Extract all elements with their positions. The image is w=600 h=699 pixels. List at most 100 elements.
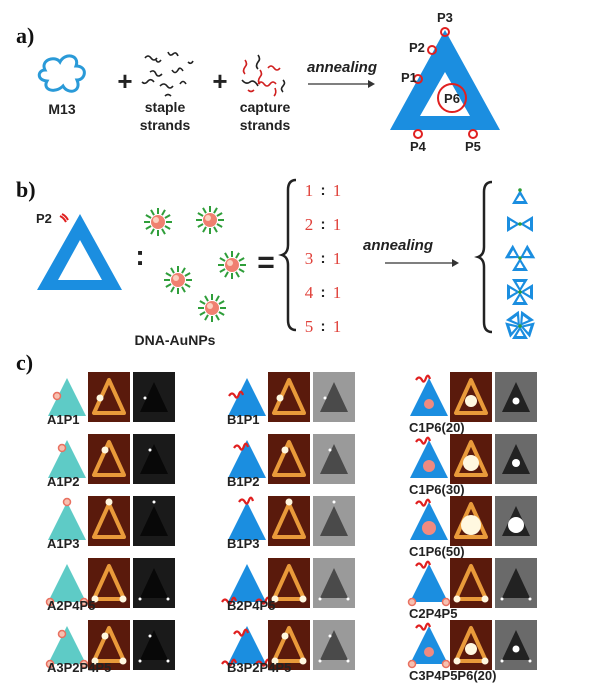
- ratio-right-value: 1: [333, 181, 342, 200]
- tem-image: [495, 620, 537, 670]
- annealing-label: annealing: [307, 59, 377, 76]
- aunp-site-icon: [62, 497, 72, 507]
- tem-image: [495, 558, 537, 608]
- ratio-left-value: 1: [305, 181, 314, 200]
- sample-c1p630: C1P6(30): [409, 434, 537, 497]
- assembly-products: [504, 188, 536, 339]
- afm-image: [268, 372, 310, 422]
- assembly-1-origami: [512, 188, 528, 204]
- tem-image: [133, 558, 175, 608]
- assembly-2-origami: [507, 216, 533, 232]
- sample-a1p2: A1P2: [47, 434, 175, 489]
- afm-image: [268, 434, 310, 484]
- aunp-site-icon: [52, 391, 62, 401]
- capture-strand-icon: [415, 374, 432, 383]
- sample-grid: A1P1A1P2A1P3A2P4P5A3P2P4P5B1P1B1P2B1P3B2…: [45, 372, 537, 683]
- sample-label: A1P2: [47, 474, 80, 489]
- sample-label: A1P1: [47, 412, 80, 427]
- capture-strand-icon: [221, 658, 238, 667]
- sample-label: B2P4P5: [227, 598, 275, 613]
- aunp-site-icon: [441, 597, 451, 607]
- sample-label: B1P2: [227, 474, 260, 489]
- assembly-3-origami: [504, 244, 536, 271]
- capture-strand-icon: [415, 560, 432, 569]
- afm-image: [268, 558, 310, 608]
- aunp-center-icon: [422, 521, 436, 535]
- ratio-separator: :: [321, 318, 326, 335]
- afm-image: [450, 372, 492, 422]
- tem-image: [495, 434, 537, 484]
- triangle-origami: [37, 214, 122, 290]
- position-label-p5: P5: [465, 139, 481, 154]
- ratio-right-value: 1: [333, 249, 342, 268]
- ratio-left-value: 5: [305, 317, 314, 336]
- annealing-label: annealing: [363, 237, 433, 254]
- sample-label: B1P3: [227, 536, 260, 551]
- tem-image: [495, 496, 537, 546]
- triangle-origami: [390, 30, 500, 130]
- staple-label-line2: strands: [140, 117, 191, 133]
- capture-strand-icon: [228, 390, 245, 399]
- capture-strand-icon: [238, 496, 255, 505]
- aunp-center-icon: [423, 460, 435, 472]
- dna-aunps-label: DNA-AuNPs: [135, 332, 216, 348]
- sample-label: A3P2P4P5: [47, 660, 111, 675]
- aunp-site-icon: [57, 629, 67, 639]
- schematic-triangle-icon: [407, 560, 451, 607]
- arrow-right-icon: [308, 80, 375, 88]
- sample-a2p4p5: A2P4P5: [45, 558, 175, 613]
- dna-aunp-icon: [164, 266, 192, 294]
- schematic-triangle-icon: [410, 374, 448, 416]
- position-label-p4: P4: [410, 139, 427, 154]
- gold-nanoparticle-icon: [518, 324, 522, 328]
- m13-loop-icon: [37, 54, 86, 93]
- sample-a1p3: A1P3: [47, 496, 175, 551]
- schematic-triangle-icon: [228, 496, 266, 540]
- schematic-triangle-icon: [228, 440, 266, 478]
- dna-aunp-icon: [218, 251, 246, 279]
- schematic-triangle-icon: [410, 436, 448, 478]
- afm-image: [450, 496, 492, 546]
- dna-aunp-icon: [196, 206, 224, 234]
- equals-sign: =: [257, 246, 275, 279]
- left-brace: [474, 180, 493, 334]
- aunp-center-icon: [424, 647, 434, 657]
- schematic-triangle-icon: [407, 622, 451, 669]
- panel-b-label: b): [16, 177, 36, 202]
- tem-image: [313, 434, 355, 484]
- sample-b2p4p5: B2P4P5: [221, 558, 355, 613]
- afm-image: [268, 620, 310, 670]
- ratio-colon: :: [135, 240, 144, 271]
- tem-image: [133, 372, 175, 422]
- capture-strands-icon: [241, 54, 286, 97]
- afm-image: [450, 434, 492, 484]
- ratio-right-value: 1: [333, 283, 342, 302]
- gold-nanoparticle-icon: [518, 222, 522, 226]
- afm-image: [88, 496, 130, 546]
- tem-image: [133, 620, 175, 670]
- sample-label: B3P2P4P5: [227, 660, 291, 675]
- sample-b1p2: B1P2: [227, 434, 355, 489]
- sample-label: C1P6(50): [409, 544, 465, 559]
- tem-image: [313, 558, 355, 608]
- afm-image: [88, 434, 130, 484]
- gold-nanoparticle-icon: [518, 290, 522, 294]
- ratio-separator: :: [321, 284, 326, 301]
- assembly-5-origami: [505, 310, 535, 339]
- sample-label: C1P6(30): [409, 482, 465, 497]
- sample-b1p3: B1P3: [227, 496, 355, 551]
- ratio-left-value: 2: [305, 215, 314, 234]
- aunp-site-icon: [407, 597, 417, 607]
- aunp-site-icon: [407, 659, 417, 669]
- capture-strand-icon: [415, 436, 432, 445]
- schematic-triangle-icon: [48, 497, 86, 540]
- sample-a3p2p4p5: A3P2P4P5: [45, 620, 175, 675]
- position-label-p2: P2: [409, 40, 425, 55]
- afm-image: [268, 496, 310, 546]
- staple-label-line1: staple: [145, 99, 186, 115]
- capture-label-line1: capture: [240, 99, 291, 115]
- panel-a-label: a): [16, 23, 34, 48]
- sample-c2p4p5: C2P4P5: [407, 558, 537, 621]
- sample-label: A2P4P5: [47, 598, 95, 613]
- ratio-separator: :: [321, 182, 326, 199]
